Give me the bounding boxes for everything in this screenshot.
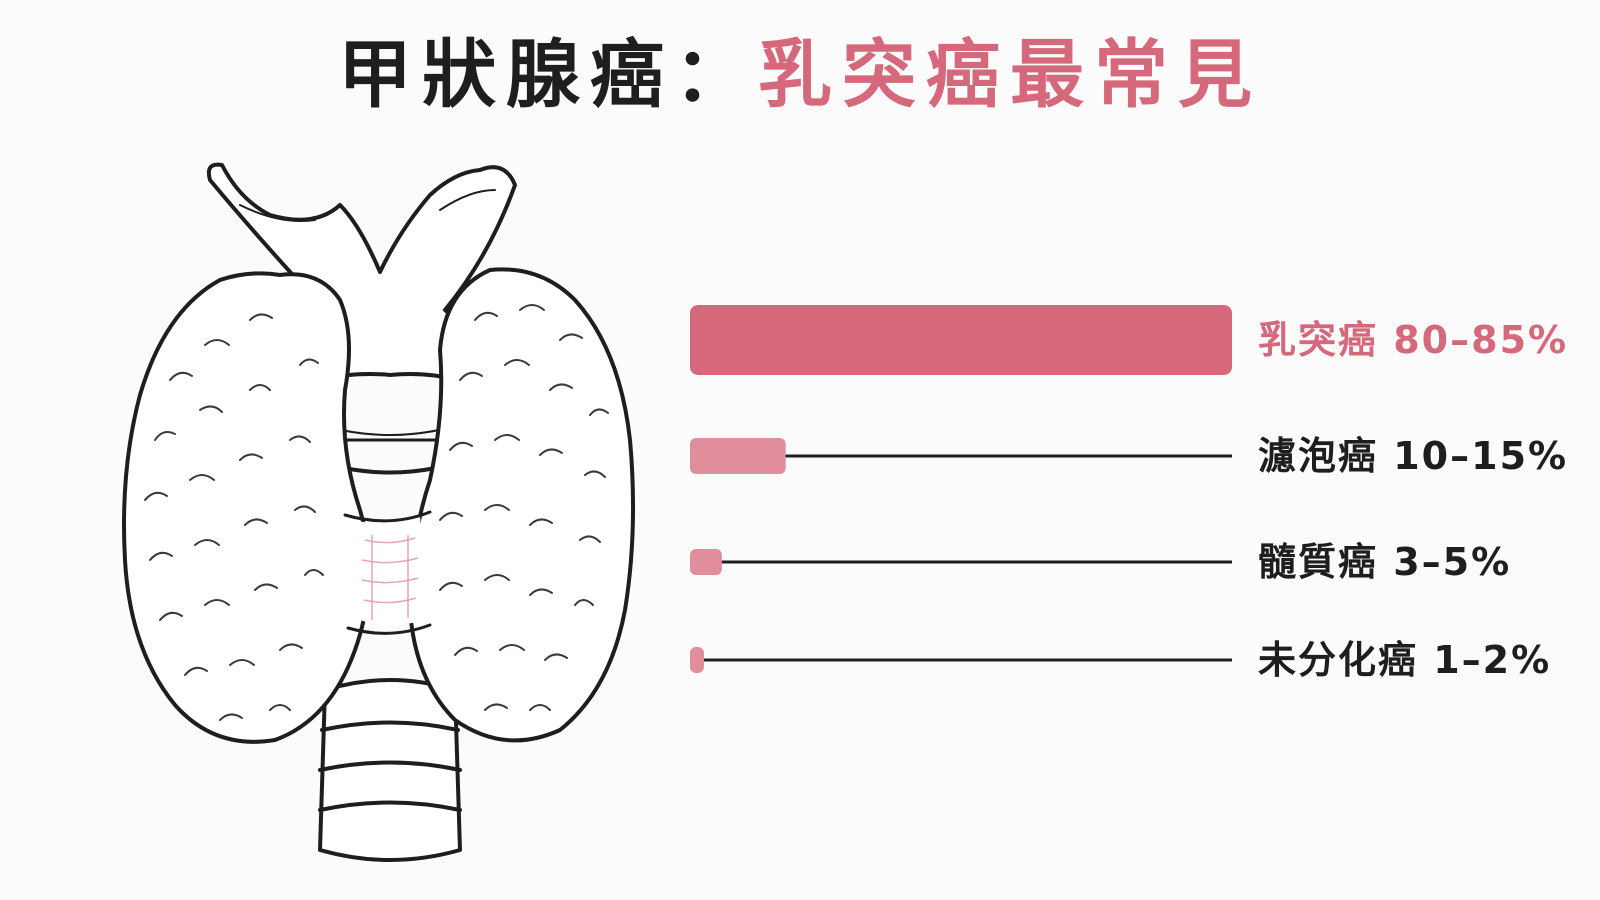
bar-value-range: 1–2% <box>1418 638 1552 682</box>
bar <box>690 438 786 474</box>
title-separator: ： <box>674 32 758 118</box>
bar-value-range: 3–5% <box>1378 540 1512 584</box>
bar-category: 乳突癌 <box>1258 318 1379 362</box>
bar <box>690 549 722 575</box>
bar-category: 髓質癌 <box>1258 540 1379 584</box>
bar-value-range: 10–15% <box>1378 434 1569 478</box>
bar-category: 濾泡癌 <box>1258 434 1379 478</box>
bar <box>690 647 704 673</box>
bar <box>690 305 1232 375</box>
title-part1: 甲狀腺癌 <box>338 32 674 118</box>
bar-label: 乳突癌 80–85% <box>1258 321 1568 359</box>
chart-title: 甲狀腺癌：乳突癌最常見 <box>0 38 1600 112</box>
bar-label: 髓質癌 3–5% <box>1258 543 1511 581</box>
title-part2: 乳突癌最常見 <box>758 32 1262 118</box>
bar-label: 濾泡癌 10–15% <box>1258 437 1568 475</box>
bar-value-range: 80–85% <box>1378 318 1569 362</box>
bar-label: 未分化癌 1–2% <box>1258 641 1551 679</box>
thyroid-gland-illustration <box>122 162 636 862</box>
bar-category: 未分化癌 <box>1258 638 1419 682</box>
